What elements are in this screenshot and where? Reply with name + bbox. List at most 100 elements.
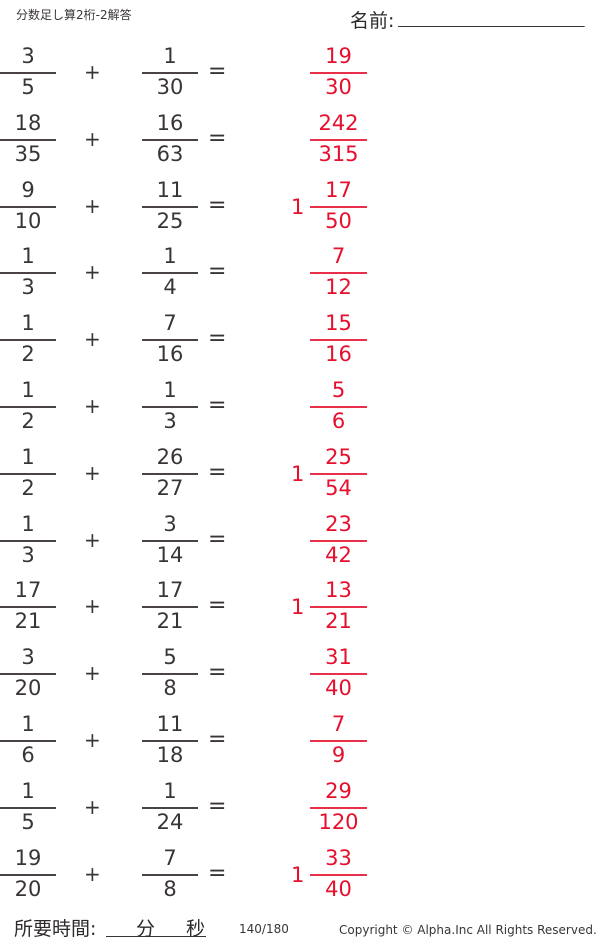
answer-denominator: 6 [331,409,346,433]
answer-fraction-bar [310,606,367,609]
fraction-bar [142,740,198,742]
answer-fraction-bar [310,339,367,342]
plus-sign: + [84,460,101,485]
plus-sign: + [84,728,101,752]
numerator: 18 [14,110,42,135]
name-field[interactable] [398,26,584,27]
answer-denominator: 315 [318,141,359,166]
fraction-bar [0,72,56,74]
denominator: 20 [14,876,42,901]
numerator: 1 [21,244,35,269]
fraction-bar [142,406,198,408]
denominator: 4 [163,275,177,300]
denominator: 8 [163,876,177,901]
numerator: 1 [21,444,35,469]
copyright-notice: Copyright © Alpha.Inc All Rights Reserve… [339,923,597,937]
answer-numerator: 7 [331,244,346,269]
denominator: 2 [21,342,35,367]
equals-sign: = [208,326,227,352]
numerator: 17 [14,578,42,603]
equals-sign: = [208,793,227,819]
answer-fraction-bar [310,406,367,408]
answer-fraction-bar [310,138,367,141]
answer-numerator: 31 [325,645,352,670]
numerator: 1 [163,778,177,803]
denominator: 21 [14,609,42,634]
plus-sign: + [84,327,101,352]
fraction-bar [0,740,56,742]
answer-whole-number: 1 [291,595,305,620]
denominator: 2 [21,475,35,500]
answer-denominator: 30 [325,75,352,99]
answer-fraction-bar [310,806,367,809]
fraction-bar [0,406,56,408]
equals-sign: = [208,393,227,418]
numerator: 19 [14,845,42,870]
name-line-end-mark: . [583,20,586,29]
equals-sign: = [208,125,227,151]
numerator: 1 [21,311,35,336]
numerator: 1 [163,44,177,68]
denominator: 21 [156,609,184,634]
answer-denominator: 9 [331,743,346,767]
time-label: 所要時間: [14,918,97,940]
denominator: 63 [156,141,184,166]
answer-numerator: 33 [325,845,352,870]
fraction-bar [142,339,198,342]
fraction-bar [142,205,198,208]
fraction-bar [0,873,56,876]
numerator: 3 [163,511,177,536]
denominator: 3 [21,542,35,567]
fraction-bar [142,472,198,475]
answer-fraction-bar [310,205,367,208]
plus-sign: + [84,193,101,218]
answer-denominator: 42 [325,542,352,567]
equals-sign: = [208,192,227,218]
fraction-bar [0,272,56,275]
answer-denominator: 40 [325,676,352,701]
answer-numerator: 7 [331,712,346,736]
numerator: 11 [156,712,184,736]
denominator: 5 [21,75,35,99]
denominator: 16 [156,342,184,367]
numerator: 7 [163,845,177,870]
time-field[interactable] [106,936,206,937]
answer-denominator: 12 [325,275,352,300]
fraction-bar [142,606,198,609]
denominator: 27 [156,475,184,500]
answer-numerator: 13 [325,578,352,603]
plus-sign: + [84,260,101,285]
fraction-bar [0,806,56,809]
answer-denominator: 16 [325,342,352,367]
answer-fraction-bar [310,539,367,542]
fraction-bar [0,606,56,609]
plus-sign: + [84,126,101,151]
worksheet-title: 分数足し算2桁-2解答 [16,8,132,22]
plus-sign: + [84,594,101,619]
